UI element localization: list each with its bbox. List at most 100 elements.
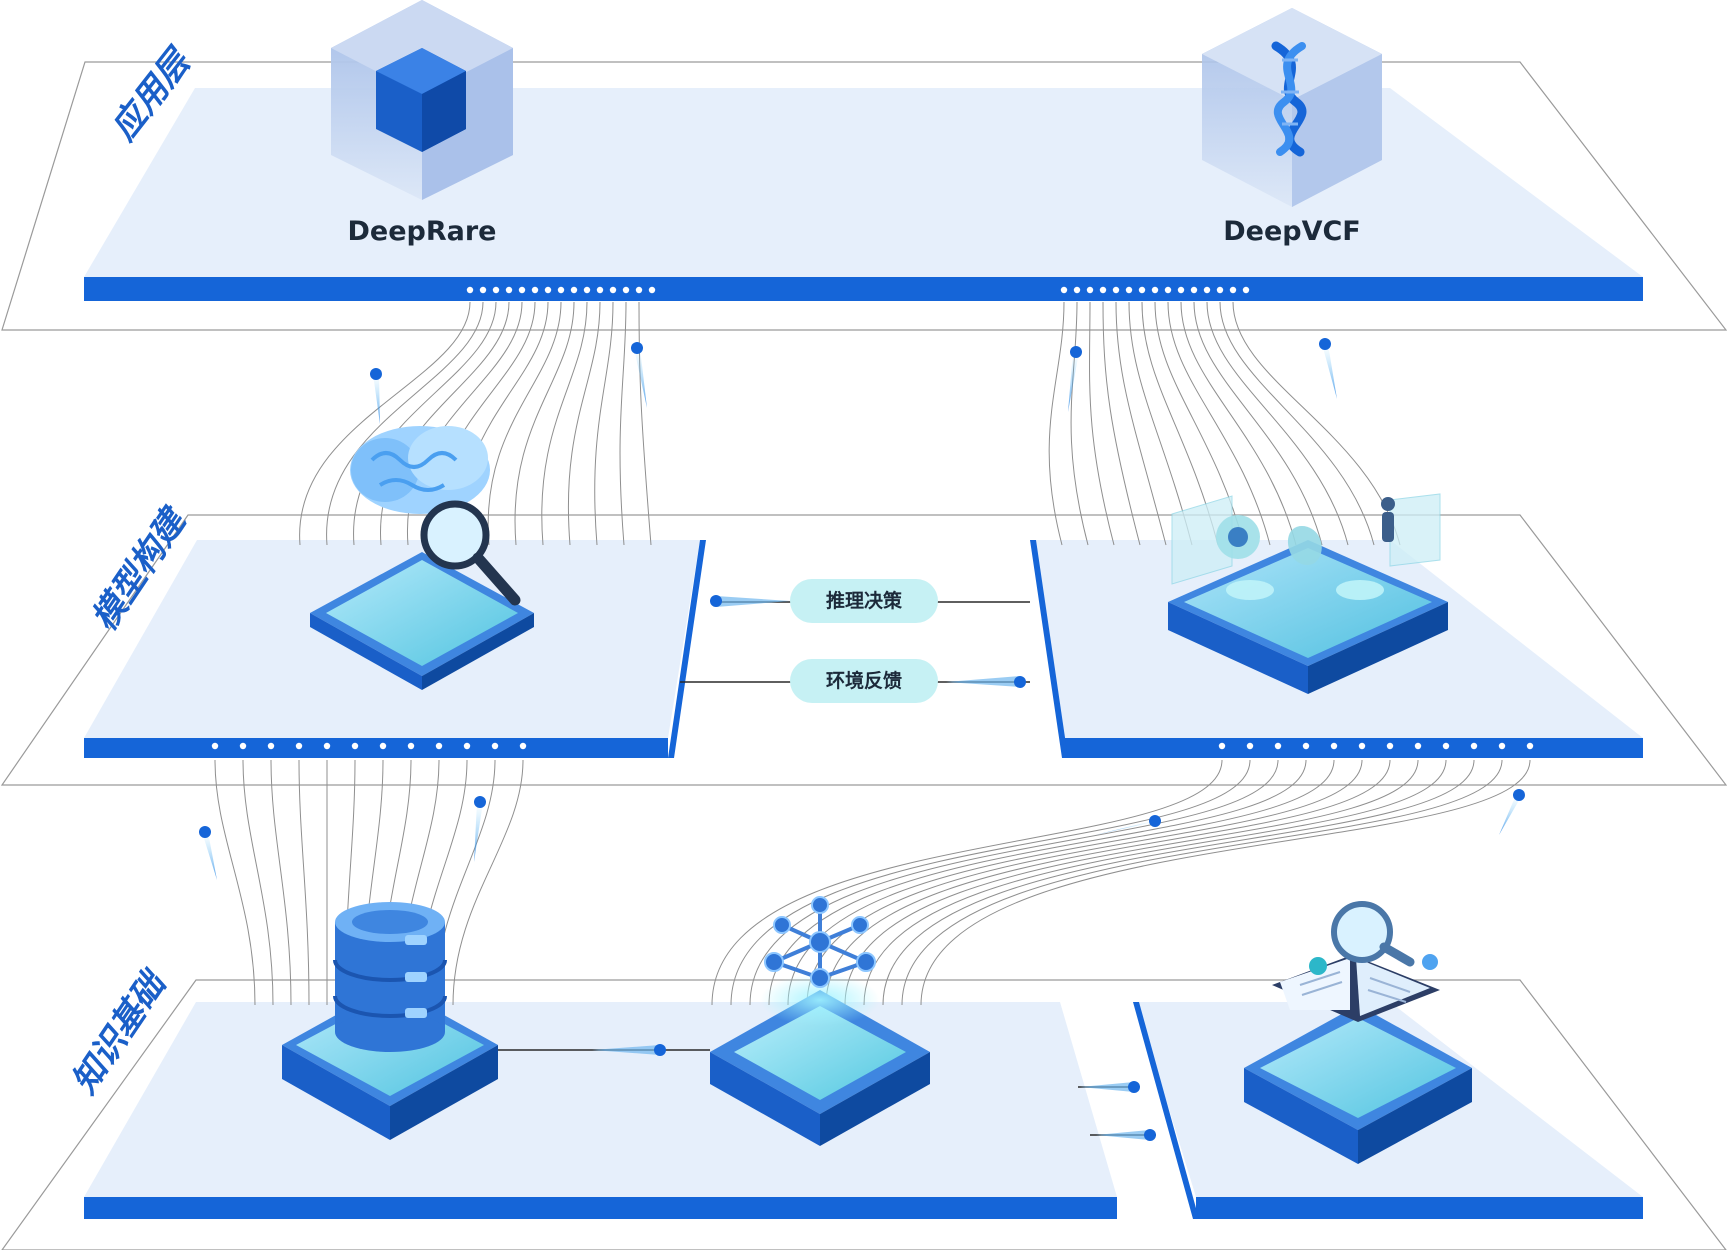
- wire: [514, 301, 575, 546]
- knowledge-graph-icon: [710, 896, 930, 1146]
- wire: [806, 759, 1363, 1006]
- interconnect-comets: [592, 595, 1156, 1141]
- rail-dot: [466, 286, 474, 294]
- rail-dot: [492, 286, 500, 294]
- wire: [768, 759, 1307, 1006]
- comet-head: [631, 342, 643, 354]
- comet-trail: [1095, 821, 1158, 835]
- wire: [242, 759, 274, 1006]
- application-layer-frame: [1, 61, 1727, 331]
- comet-trail: [634, 348, 647, 408]
- wire: [214, 759, 256, 1006]
- wire: [730, 759, 1251, 1006]
- wire: [1102, 301, 1141, 546]
- rail-dot: [544, 286, 552, 294]
- wire: [1180, 301, 1297, 546]
- rail-dot: [1203, 286, 1211, 294]
- model-rail-dots-right: [1218, 742, 1534, 750]
- rail-dot: [1125, 286, 1133, 294]
- rail-dot: [519, 742, 527, 750]
- medical-book-icon: [1244, 901, 1472, 1164]
- model-panel-left-edge: [668, 540, 706, 758]
- link-pill-reasoning: 推理决策: [790, 579, 938, 623]
- cube-icon: [331, 0, 513, 200]
- wire: [920, 759, 1531, 1006]
- comet-trail: [1322, 344, 1337, 399]
- app-label-deepvcf: DeepVCF: [1223, 216, 1361, 247]
- application-layer: [1, 61, 1727, 331]
- rail-dot: [531, 286, 539, 294]
- rail-dot: [435, 742, 443, 750]
- wire: [711, 759, 1223, 1006]
- rail-dot: [1246, 742, 1254, 750]
- knowledge-panel-left: [84, 1002, 1117, 1197]
- model-rail-right: [1062, 738, 1643, 758]
- rail-dot: [570, 286, 578, 294]
- rail-dot: [635, 286, 643, 294]
- rail-dot: [491, 742, 499, 750]
- wire: [1089, 301, 1115, 546]
- rail-dot: [323, 742, 331, 750]
- dna-cube-icon: [1202, 8, 1382, 207]
- rail-dot: [1099, 286, 1107, 294]
- wire: [541, 301, 588, 546]
- rail-dot: [211, 742, 219, 750]
- rail-dot: [583, 286, 591, 294]
- rail-dot: [1218, 742, 1226, 750]
- wire: [1128, 301, 1193, 546]
- knowledge-rail-left: [84, 1197, 1117, 1219]
- rail-dot: [1086, 286, 1094, 294]
- rail-dot: [1442, 742, 1450, 750]
- application-rail-dots-left: [466, 286, 656, 294]
- rail-dot: [1330, 742, 1338, 750]
- wire: [1070, 301, 1089, 546]
- wire: [299, 301, 471, 546]
- wire: [594, 301, 614, 546]
- wire: [1167, 301, 1271, 546]
- rail-dot: [505, 286, 513, 294]
- wire: [1219, 301, 1375, 546]
- comet-head: [1319, 338, 1331, 350]
- rail-dot: [463, 742, 471, 750]
- rail-dot: [1302, 742, 1310, 750]
- wire: [825, 759, 1391, 1006]
- comet-head: [1149, 815, 1161, 827]
- database-icon: [282, 902, 498, 1140]
- rail-dot: [295, 742, 303, 750]
- model-panel-right-edge: [1030, 540, 1068, 758]
- knowledge-panel-right-edge: [1133, 1002, 1199, 1219]
- comet-head: [474, 796, 486, 808]
- comet-trail: [373, 374, 380, 424]
- rail-dot: [1151, 286, 1159, 294]
- rail-dot: [609, 286, 617, 294]
- wire: [1115, 301, 1167, 546]
- wire: [749, 759, 1279, 1006]
- comet-head: [199, 826, 211, 838]
- wire: [298, 759, 310, 1006]
- rail-dot: [557, 286, 565, 294]
- application-rail-dots-right: [1060, 286, 1250, 294]
- rail-dot: [596, 286, 604, 294]
- signal-comets: [199, 338, 1525, 880]
- wire: [619, 301, 627, 546]
- wire: [567, 301, 601, 546]
- model-layer-frame: [0, 514, 1727, 786]
- application-layer-panel: [84, 88, 1643, 277]
- rail-dot: [1190, 286, 1198, 294]
- rail-dot: [1358, 742, 1366, 750]
- comet-trail: [1068, 352, 1079, 412]
- knowledge-rail-right: [1196, 1197, 1643, 1219]
- model-rail-left: [84, 738, 668, 758]
- comet-trail: [1499, 795, 1522, 835]
- comet-trail: [202, 832, 217, 880]
- rail-dot: [479, 286, 487, 294]
- rail-dot: [1470, 742, 1478, 750]
- wire: [270, 759, 292, 1006]
- rail-dot: [379, 742, 387, 750]
- wire: [326, 301, 484, 546]
- rail-dot: [1073, 286, 1081, 294]
- wire: [1048, 301, 1065, 546]
- rail-dot: [1386, 742, 1394, 750]
- comet-head: [1513, 789, 1525, 801]
